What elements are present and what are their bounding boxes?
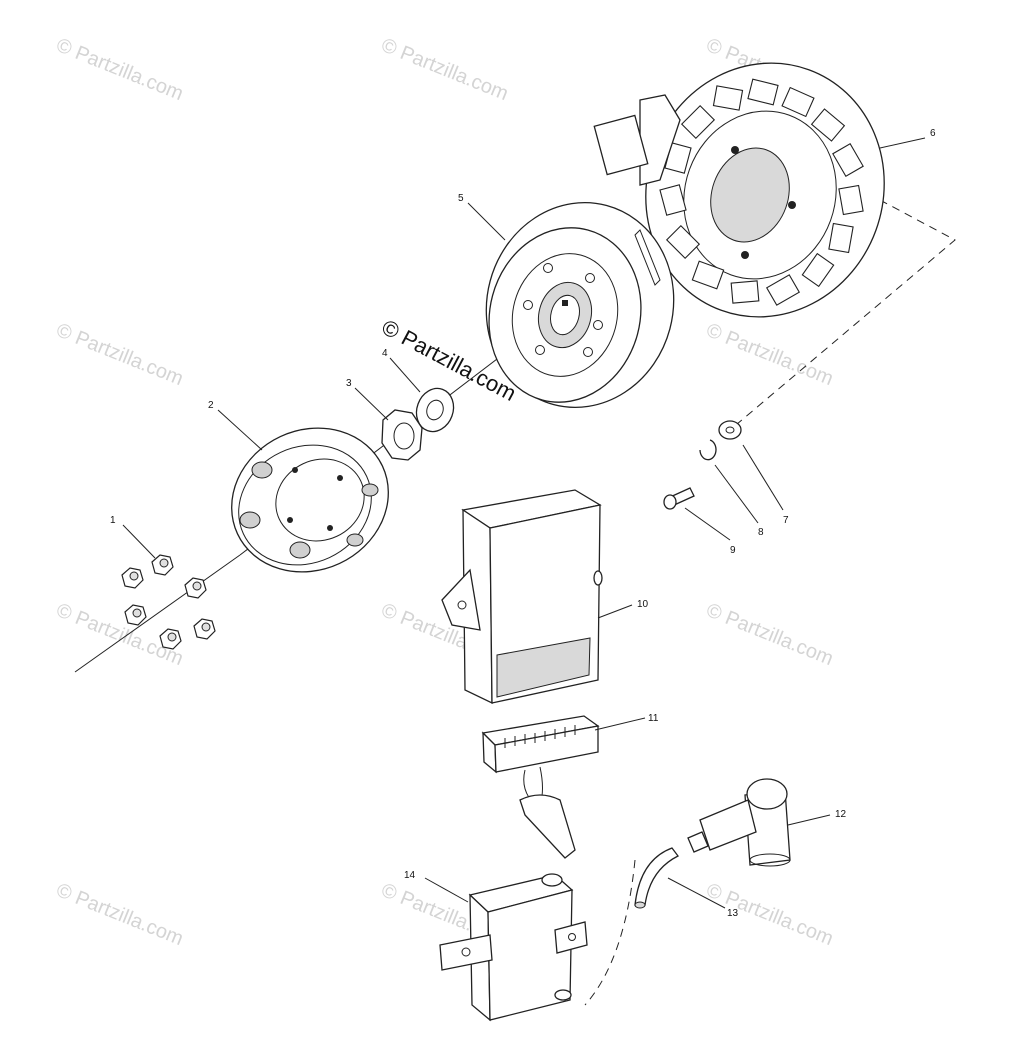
callout-13: 13 [727, 908, 739, 919]
callout-12: 12 [835, 809, 847, 820]
lock-washer-8 [699, 439, 717, 461]
callout-4: 4 [382, 348, 388, 359]
bolts-1 [121, 554, 216, 650]
callout-7: 7 [783, 515, 789, 526]
watermark: © Partzilla.com [53, 34, 186, 105]
watermark: © Partzilla.com [53, 319, 186, 390]
callout-11: 11 [648, 713, 659, 724]
callout-8: 8 [758, 527, 764, 538]
leader-lines [122, 137, 926, 909]
washer-4 [415, 387, 455, 433]
screw-9 [663, 487, 695, 510]
flywheel [485, 201, 675, 409]
callout-1: 1 [110, 515, 116, 526]
watermark: © Partzilla.com [703, 319, 836, 390]
callouts: 1 2 3 4 5 6 7 8 9 10 11 12 13 14 [110, 128, 936, 919]
callout-2: 2 [208, 400, 214, 411]
callout-3: 3 [346, 378, 352, 389]
washer-7 [718, 420, 742, 440]
ignition-coil [439, 873, 588, 1022]
callout-14: 14 [404, 870, 416, 881]
cdi-module [441, 489, 603, 705]
watermark: © Partzilla.com [378, 34, 511, 105]
callout-10: 10 [637, 599, 649, 610]
callout-6: 6 [930, 128, 936, 139]
spark-plug-wire [634, 847, 679, 909]
watermark: © Partzilla.com [703, 879, 836, 950]
watermark: © Partzilla.com [703, 599, 836, 670]
watermark: © Partzilla.com [53, 879, 186, 950]
callout-5: 5 [458, 193, 464, 204]
starter-cup [231, 427, 389, 573]
spark-plug-cap [687, 778, 791, 867]
wiring-connector [481, 715, 600, 859]
callout-9: 9 [730, 545, 736, 556]
nut-3 [381, 409, 423, 461]
stator [593, 62, 885, 318]
